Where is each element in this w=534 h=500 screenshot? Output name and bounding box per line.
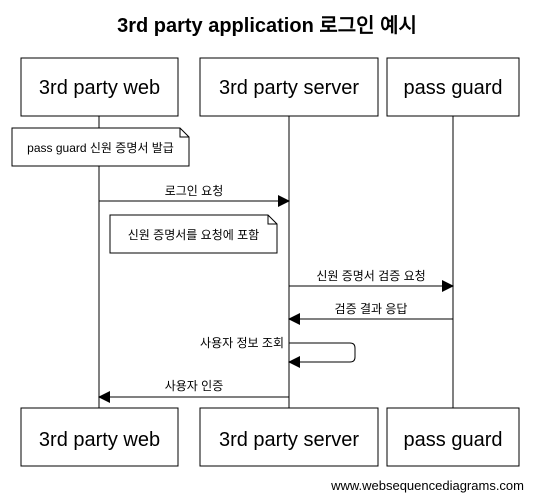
message-verify-response-label: 검증 결과 응답	[335, 302, 408, 316]
participant-guard-top: pass guard	[386, 57, 520, 117]
message-user-auth: 사용자 인증	[98, 379, 289, 403]
message-login-request: 로그인 요청	[99, 184, 290, 207]
message-user-auth-label: 사용자 인증	[165, 379, 224, 393]
participant-server-label: 3rd party server	[219, 429, 359, 451]
participant-server-bottom: 3rd party server	[199, 407, 379, 467]
participant-web-label: 3rd party web	[39, 429, 160, 451]
message-verify-request: 신원 증명서 검증 요청	[289, 269, 454, 292]
note-include-cert-text: 신원 증명서를 요청에 포함	[128, 228, 259, 242]
message-verify-request-label: 신원 증명서 검증 요청	[316, 269, 425, 283]
note-include-cert: 신원 증명서를 요청에 포함	[109, 214, 278, 254]
note-issue-cert: pass guard 신원 증명서 발급	[11, 127, 190, 167]
message-verify-response: 검증 결과 응답	[288, 302, 453, 325]
diagram-title: 3rd party application 로그인 예시	[117, 14, 417, 37]
participant-web-label: 3rd party web	[39, 77, 160, 99]
participant-server-top: 3rd party server	[199, 57, 379, 117]
participant-server-label: 3rd party server	[219, 77, 359, 99]
message-user-lookup: 사용자 정보 조회	[200, 336, 356, 368]
participant-web-top: 3rd party web	[20, 57, 179, 117]
participant-guard-label: pass guard	[404, 429, 503, 451]
message-login-request-label: 로그인 요청	[165, 184, 224, 198]
watermark-text: www.websequencediagrams.com	[330, 478, 524, 493]
participant-guard-label: pass guard	[404, 77, 503, 99]
participant-web-bottom: 3rd party web	[20, 407, 179, 467]
message-user-lookup-label: 사용자 정보 조회	[200, 336, 284, 350]
participant-guard-bottom: pass guard	[386, 407, 520, 467]
note-issue-cert-text: pass guard 신원 증명서 발급	[27, 141, 174, 155]
